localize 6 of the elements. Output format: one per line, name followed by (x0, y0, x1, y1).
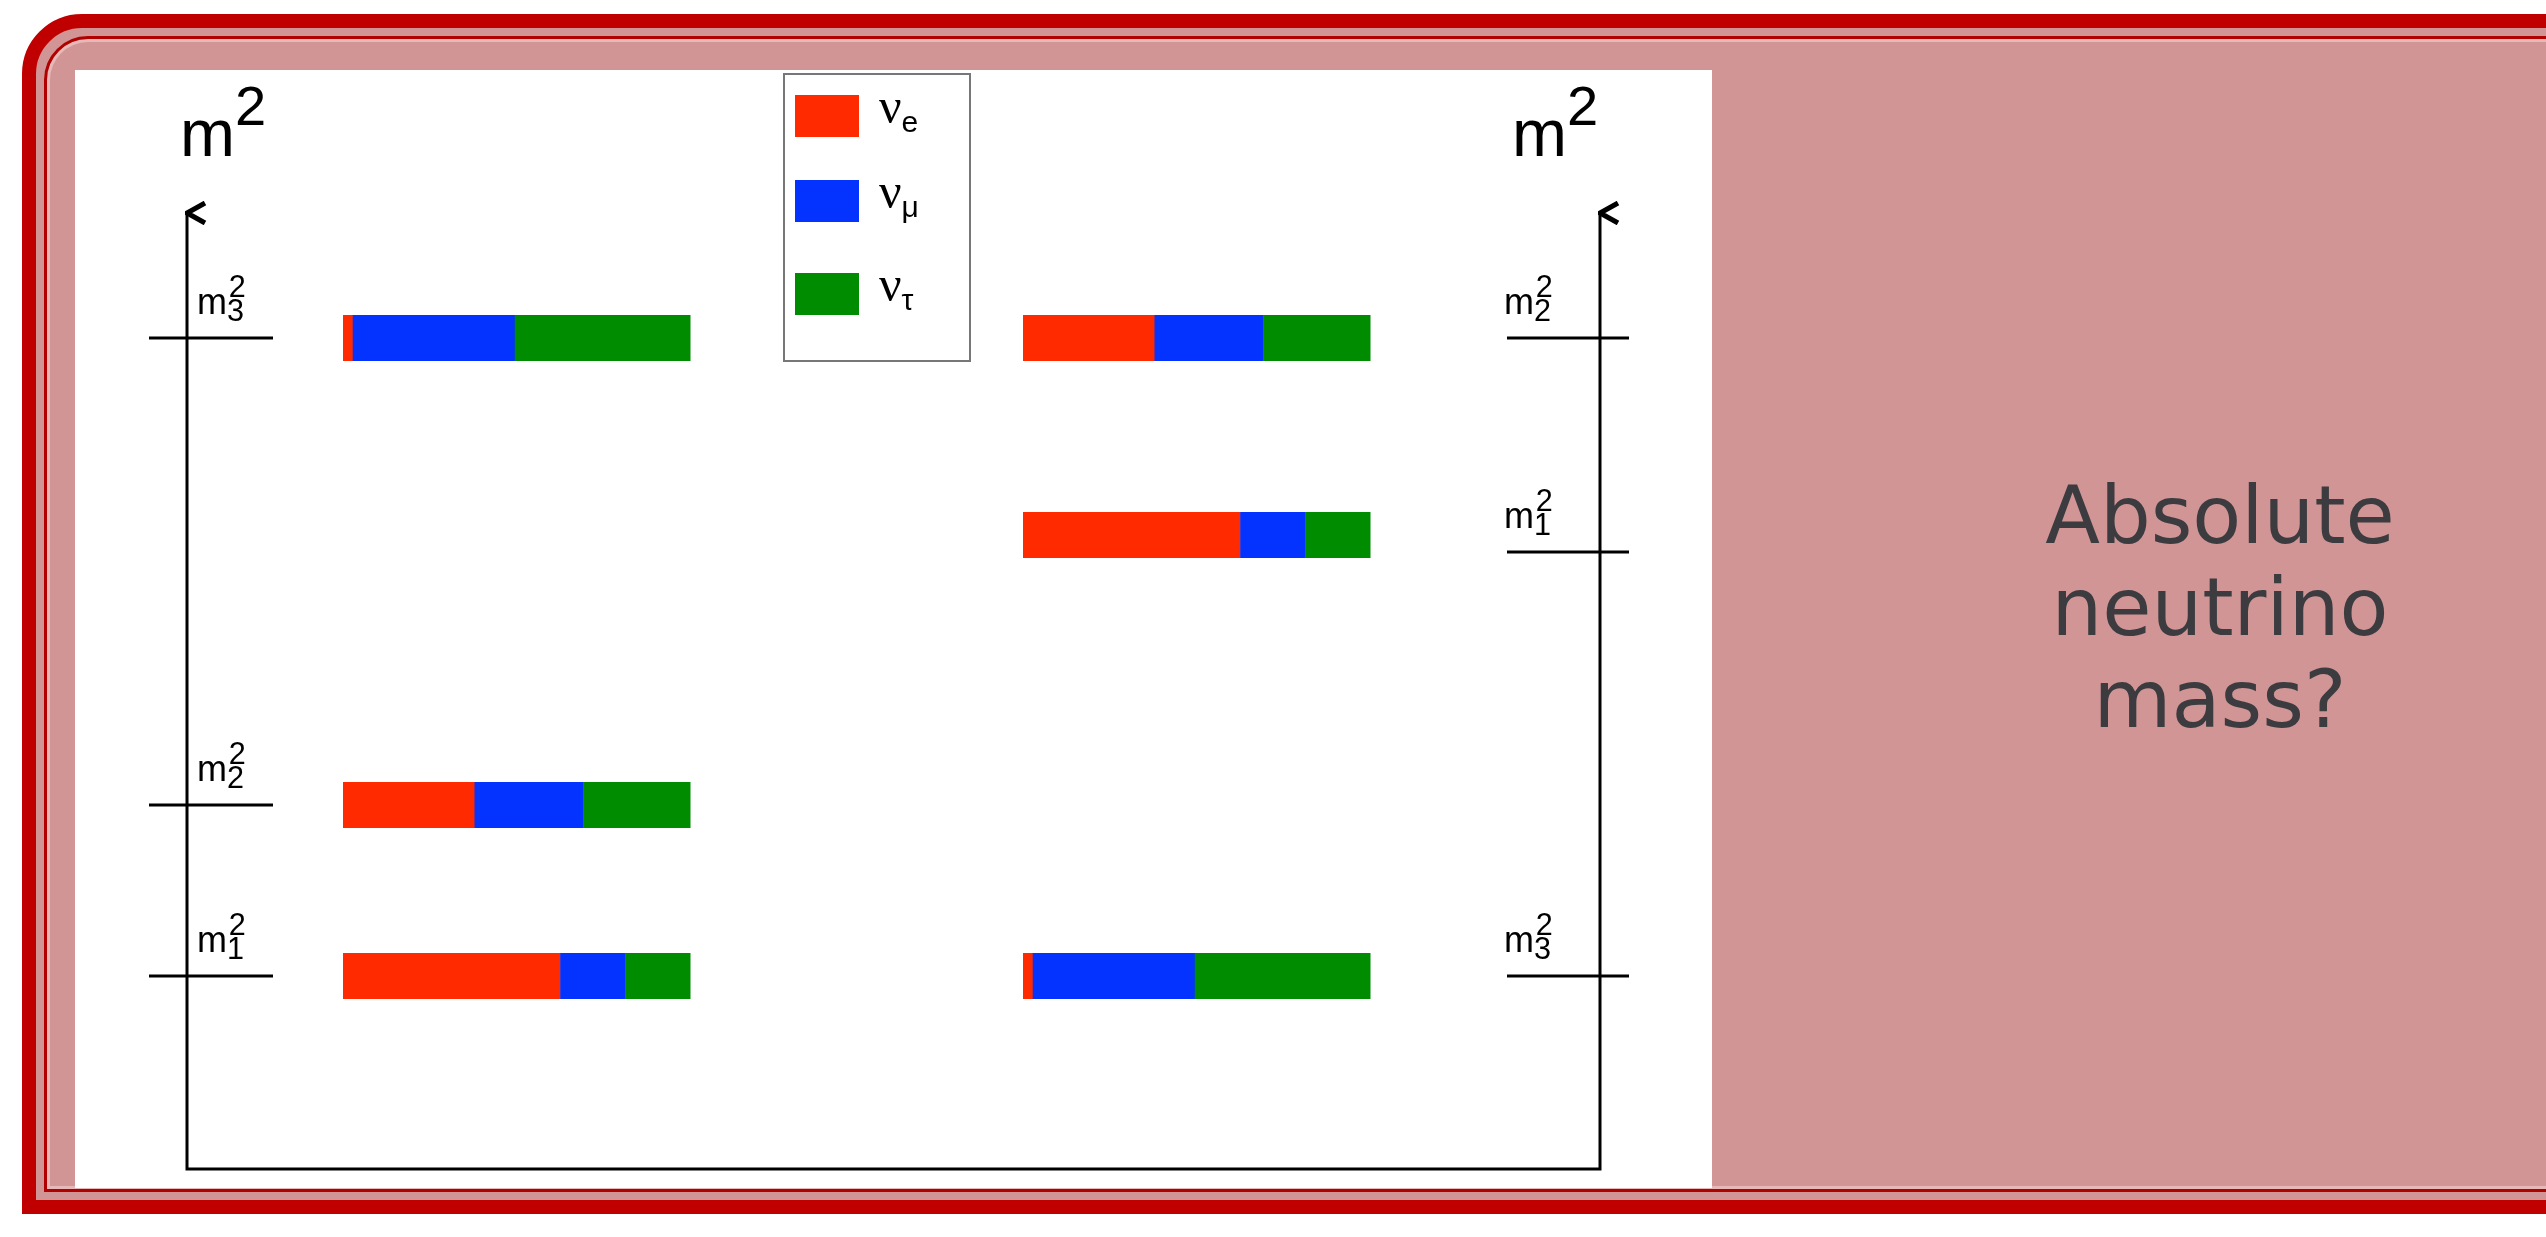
legend-label: ν$_{e}$ (879, 81, 919, 137)
question-text: Absolute neutrino mass? (2044, 470, 2396, 746)
legend-label: ν$_{μ}$ (879, 166, 919, 222)
axis-label: m$^{2}$ (1512, 78, 1599, 166)
legend-label: ν$_{τ}$ (879, 259, 914, 315)
axis-label: m$^{2}$ (180, 78, 267, 166)
